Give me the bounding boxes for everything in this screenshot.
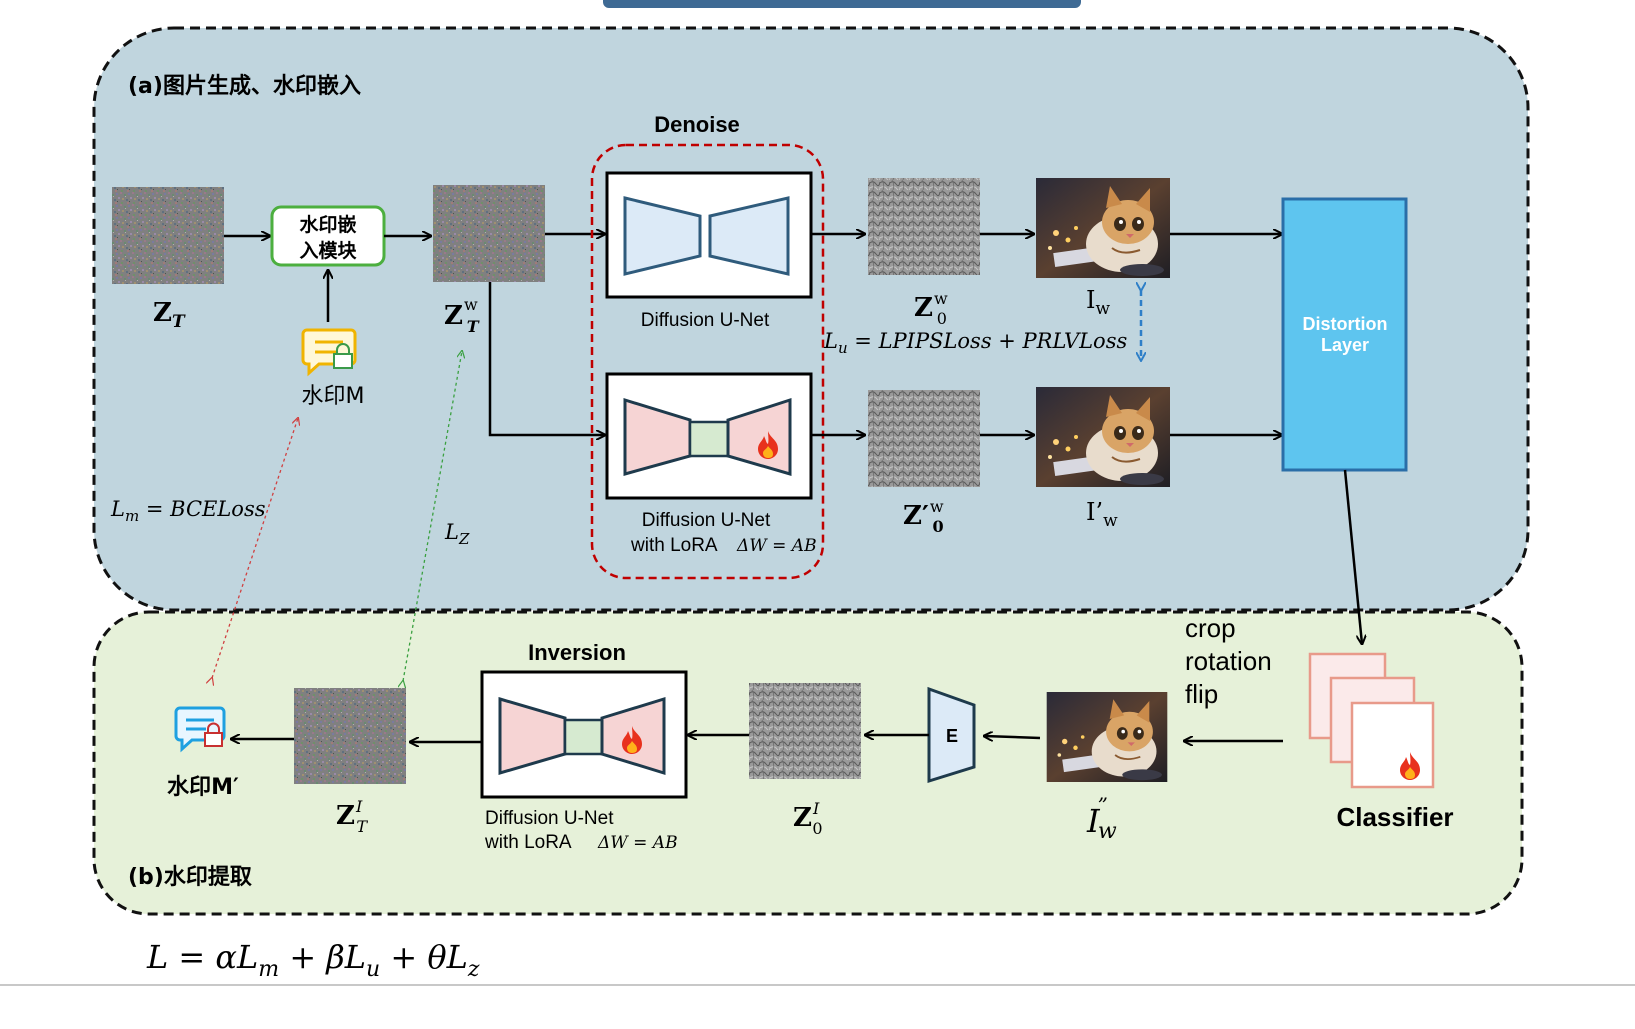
watermark-label: 水印M xyxy=(302,384,365,409)
distortion-label-line1: Distortion xyxy=(1303,314,1388,334)
distortion-label-line2: Layer xyxy=(1321,335,1369,355)
section-a-title: (a)图片生成、水印嵌入 xyxy=(128,73,361,99)
watermark-out-icon xyxy=(174,706,226,753)
lz-loss-arrow xyxy=(403,351,462,681)
lora-label-line2: with LoRA xyxy=(630,535,718,556)
inversion-lora-line2: with LoRA xyxy=(484,832,572,853)
latent-image-z0w xyxy=(868,178,980,275)
encoder-label: E xyxy=(946,726,958,746)
lora-unet-icon xyxy=(623,397,792,476)
zt-label: ZT xyxy=(153,298,186,332)
iw2-label: I”w xyxy=(1086,793,1117,844)
lz-formula: LZ xyxy=(444,520,470,548)
classifier-label: Classifier xyxy=(1336,802,1453,832)
watermark-out-label: 水印M′ xyxy=(167,775,239,800)
watermark-message-icon xyxy=(301,328,357,377)
iw-prime-label: I’w xyxy=(1086,498,1118,531)
lm-loss-arrow xyxy=(212,418,298,678)
inversion-lora-line1: Diffusion U-Net xyxy=(485,808,614,829)
unet-label: Diffusion U-Net xyxy=(641,310,770,331)
section-b-title: (b)水印提取 xyxy=(128,864,252,890)
cat-image-iw2 xyxy=(1045,692,1169,782)
lora-formula: ΔW = AB xyxy=(736,536,817,556)
arrow-ztw-to-lora xyxy=(488,282,605,435)
total-loss-formula: L = αLm + βLu + θLz xyxy=(146,938,480,982)
denoise-title: Denoise xyxy=(654,112,740,137)
distortion-layer xyxy=(1281,197,1408,472)
latent-image-z0w-prime xyxy=(868,390,980,487)
unet-icon xyxy=(623,196,790,276)
noise-image-zti xyxy=(294,688,406,784)
cat-image-iw xyxy=(1036,178,1170,278)
lm-formula: Lm = BCELoss xyxy=(110,497,266,525)
aug-flip: flip xyxy=(1185,679,1218,709)
inversion-lora-formula: ΔW = AB xyxy=(597,833,678,853)
arrow-iw2-to-encoder xyxy=(984,736,1041,738)
lu-formula: Lu = LPIPSLoss + PRLVLoss xyxy=(823,329,1127,357)
noise-image-ztw xyxy=(433,185,545,282)
lora-label-line1: Diffusion U-Net xyxy=(642,510,771,531)
iw-label: Iw xyxy=(1086,286,1110,319)
cat-image-iw-prime xyxy=(1036,387,1170,487)
embed-module-line2: 入模块 xyxy=(299,239,357,262)
embed-module-line1: 水印嵌 xyxy=(299,213,356,236)
aug-crop: crop xyxy=(1185,613,1236,643)
encoder-block xyxy=(927,686,976,784)
aug-rotation: rotation xyxy=(1185,646,1272,676)
denoise-group xyxy=(590,143,825,580)
arrow-distortion-to-classifier xyxy=(1343,469,1362,644)
header-bar xyxy=(603,0,1081,8)
noise-image-zt xyxy=(112,187,224,284)
inversion-title: Inversion xyxy=(528,640,626,665)
latent-image-z0i xyxy=(749,683,861,779)
